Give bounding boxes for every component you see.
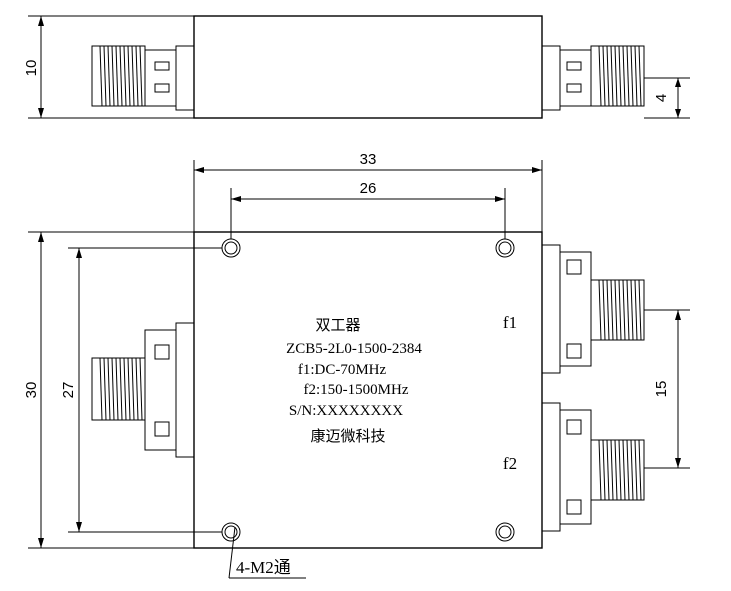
thread-line xyxy=(99,45,103,107)
port-f2-label: f2 xyxy=(503,454,517,473)
hole-callout: 4-M2通 xyxy=(228,526,306,579)
f1-port-connector xyxy=(541,244,645,374)
thread-line xyxy=(630,439,634,501)
label-company: 康迈微科技 xyxy=(310,428,385,445)
thread-line xyxy=(131,357,135,421)
thread-line xyxy=(606,45,610,107)
dim-connector-offset-label: 4 xyxy=(653,94,670,102)
label-f2-range: f2:150-1500MHz xyxy=(304,382,409,398)
thread-line xyxy=(123,45,127,107)
f2-port-connector xyxy=(541,402,645,532)
thread-line xyxy=(131,45,135,107)
thread-line xyxy=(614,439,618,501)
thread-line xyxy=(614,45,618,107)
side-view-body xyxy=(193,15,543,119)
mounting-hole xyxy=(495,238,515,258)
product-label: 双工器 ZCB5-2L0-1500-2384 f1:DC-70MHz f2:15… xyxy=(286,317,422,445)
label-model: ZCB5-2L0-1500-2384 xyxy=(286,341,422,357)
thread-line xyxy=(606,439,610,501)
thread-line xyxy=(638,45,642,107)
thread-line xyxy=(598,45,602,107)
dim-port-spacing-label: 15 xyxy=(653,381,670,398)
thread-line xyxy=(630,279,634,341)
thread-line xyxy=(630,45,634,107)
dim-hole-spacing-y: 27 xyxy=(60,247,222,533)
label-product-type: 双工器 xyxy=(315,317,360,334)
thread-line xyxy=(602,279,606,341)
label-f1-range: f1:DC-70MHz xyxy=(298,362,387,378)
dim-hole-spacing-x: 26 xyxy=(230,180,506,239)
thread-line xyxy=(598,439,602,501)
thread-line xyxy=(626,45,630,107)
side-right-connector xyxy=(541,45,645,111)
thread-line xyxy=(127,45,131,107)
thread-line xyxy=(111,45,115,107)
thread-line xyxy=(602,439,606,501)
thread-line xyxy=(606,279,610,341)
thread-line xyxy=(135,45,139,107)
dim-port-spacing: 15 xyxy=(644,309,690,469)
thread-line xyxy=(602,45,606,107)
thread-line xyxy=(614,279,618,341)
dim-hole-spacing-y-label: 27 xyxy=(60,382,77,399)
thread-line xyxy=(638,279,642,341)
thread-line xyxy=(622,279,626,341)
thread-line xyxy=(119,357,123,421)
thread-line xyxy=(634,279,638,341)
mounting-hole xyxy=(495,522,515,542)
dim-connector-offset: 4 xyxy=(644,77,690,119)
thread-line xyxy=(139,45,143,107)
label-serial: S/N:XXXXXXXX xyxy=(289,403,403,419)
thread-line xyxy=(610,279,614,341)
thread-line xyxy=(115,45,119,107)
dim-hole-spacing-x-label: 26 xyxy=(360,180,377,197)
thread-line xyxy=(626,279,630,341)
thread-line xyxy=(598,279,602,341)
thread-line xyxy=(103,357,107,421)
thread-line xyxy=(107,357,111,421)
thread-line xyxy=(123,357,127,421)
thread-line xyxy=(115,357,119,421)
dim-side-height-label: 10 xyxy=(23,60,40,77)
thread-line xyxy=(139,357,143,421)
thread-line xyxy=(127,357,131,421)
dim-overall-width: 33 xyxy=(193,151,543,232)
thread-line xyxy=(638,439,642,501)
dim-overall-height-label: 30 xyxy=(23,382,40,399)
mounting-hole xyxy=(221,238,241,258)
port-f1-label: f1 xyxy=(503,313,517,332)
dim-overall-height: 30 xyxy=(23,231,194,549)
thread-line xyxy=(622,45,626,107)
thread-line xyxy=(610,45,614,107)
dim-overall-width-label: 33 xyxy=(360,151,377,168)
thread-line xyxy=(119,45,123,107)
common-port-connector xyxy=(91,322,195,458)
thread-line xyxy=(610,439,614,501)
thread-line xyxy=(618,439,622,501)
dim-side-height: 10 xyxy=(23,15,194,119)
mounting-hole xyxy=(221,522,241,542)
hole-callout-label: 4-M2通 xyxy=(236,558,291,577)
thread-line xyxy=(634,439,638,501)
thread-line xyxy=(107,45,111,107)
thread-line xyxy=(135,357,139,421)
side-left-connector xyxy=(91,45,195,111)
thread-line xyxy=(618,45,622,107)
thread-line xyxy=(618,279,622,341)
thread-line xyxy=(626,439,630,501)
thread-line xyxy=(622,439,626,501)
thread-line xyxy=(111,357,115,421)
top-view: 双工器 ZCB5-2L0-1500-2384 f1:DC-70MHz f2:15… xyxy=(23,151,690,579)
thread-line xyxy=(103,45,107,107)
side-view: 10 4 xyxy=(23,15,690,119)
thread-line xyxy=(634,45,638,107)
thread-line xyxy=(99,357,103,421)
